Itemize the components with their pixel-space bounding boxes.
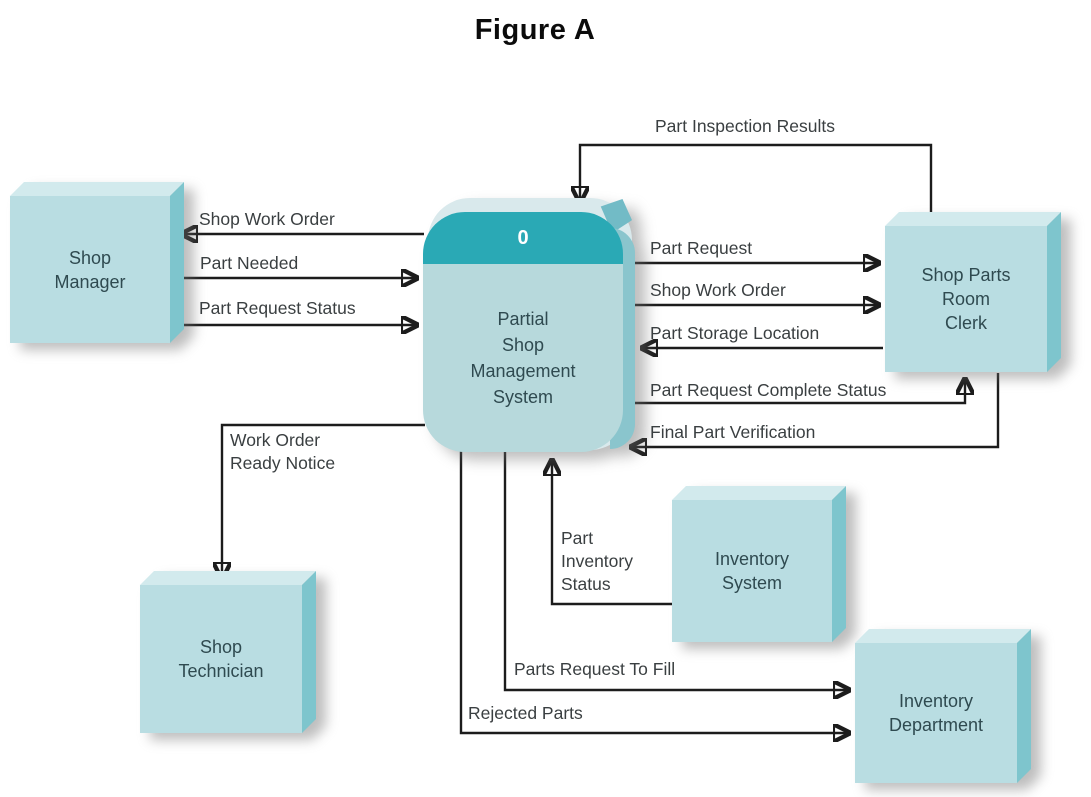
- flow-arrow-work-order-ready-notice: [222, 423, 425, 579]
- entity-shop-manager-face: Shop Manager: [10, 196, 170, 343]
- flow-label-part-request-status: Part Request Status: [199, 298, 356, 318]
- entity-inventory-department-face: Inventory Department: [855, 643, 1017, 783]
- figure-title: Figure A: [474, 14, 596, 46]
- entity-shop-manager-label: Shop Manager: [54, 247, 126, 292]
- entity-shop-parts-room-clerk: Shop Parts Room Clerk: [885, 212, 1061, 372]
- entity-shop-parts-room-clerk-top-face: [885, 212, 1061, 226]
- entity-inventory-system: Inventory System: [672, 486, 846, 642]
- flow-label-part-request-complete-status: Part Request Complete Status: [650, 380, 887, 400]
- entity-shop-technician-face: Shop Technician: [140, 585, 302, 733]
- flow-arrow-part-inventory-status: [552, 459, 673, 606]
- process-number-band: 0: [423, 212, 623, 264]
- entity-shop-parts-room-clerk-face: Shop Parts Room Clerk: [885, 226, 1047, 372]
- entity-shop-manager-top-face: [10, 182, 184, 196]
- flow-label-final-part-verification: Final Part Verification: [650, 422, 816, 442]
- flow-label-part-request: Part Request: [650, 238, 753, 258]
- flow-arrow-part-inspection-results: [580, 143, 933, 222]
- entity-shop-technician-side-face: [302, 571, 316, 733]
- entity-inventory-system-top-face: [672, 486, 846, 500]
- entity-inventory-department-side-face: [1017, 629, 1031, 783]
- entity-shop-technician: Shop Technician: [140, 571, 316, 733]
- process-number: 0: [517, 226, 529, 249]
- entity-inventory-department-top-face: [855, 629, 1031, 643]
- flow-label-shop-work-order-to-manager: Shop Work Order: [199, 209, 335, 229]
- flow-label-part-storage-location: Part Storage Location: [650, 323, 820, 343]
- process-name: Partial Shop Management System: [423, 264, 623, 452]
- entity-shop-parts-room-clerk-side-face: [1047, 212, 1061, 372]
- entity-inventory-system-face: Inventory System: [672, 500, 832, 642]
- entity-inventory-department: Inventory Department: [855, 629, 1031, 783]
- flow-arrow-part-request-complete-status: [630, 378, 965, 405]
- flow-arrow-final-part-verification: [630, 373, 1000, 447]
- entity-inventory-department-label: Inventory Department: [888, 691, 984, 735]
- flow-label-parts-request-to-fill: Parts Request To Fill: [514, 659, 676, 679]
- entity-shop-parts-room-clerk-label: Shop Parts Room Clerk: [921, 265, 1011, 333]
- flow-label-part-inventory-status: Part Inventory Status: [561, 528, 633, 594]
- flow-label-rejected-parts: Rejected Parts: [468, 703, 583, 723]
- flow-label-shop-work-order-to-clerk: Shop Work Order: [650, 280, 786, 300]
- entity-inventory-system-label: Inventory System: [714, 549, 790, 593]
- flow-label-part-needed: Part Needed: [200, 253, 299, 273]
- entity-shop-technician-top-face: [140, 571, 316, 585]
- flow-arrow-parts-request-to-fill: [503, 450, 850, 690]
- process-partial-shop-management-system: 0 Partial Shop Management System: [423, 212, 623, 452]
- flow-arrow-rejected-parts: [459, 450, 850, 733]
- entity-shop-manager-side-face: [170, 182, 184, 343]
- entity-inventory-system-side-face: [832, 486, 846, 642]
- entity-shop-technician-label: Shop Technician: [178, 637, 264, 681]
- entity-shop-manager: Shop Manager: [10, 182, 184, 343]
- flow-label-work-order-ready-notice: Work Order Ready Notice: [230, 430, 336, 473]
- flow-label-part-inspection-results: Part Inspection Results: [655, 116, 835, 136]
